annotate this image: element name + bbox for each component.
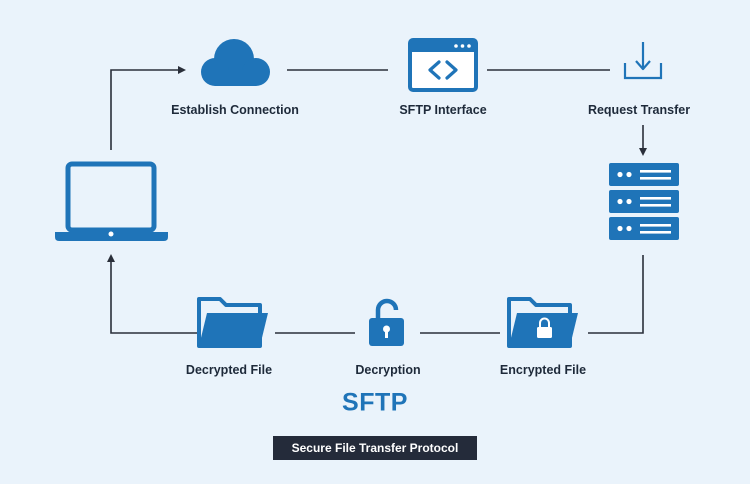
label-decrypted-file: Decrypted File [185, 363, 273, 377]
folder-lock-icon [507, 297, 578, 348]
folder-icon [197, 297, 268, 348]
cloud-icon [201, 39, 270, 86]
server-icon [609, 163, 679, 240]
lock-icon [369, 298, 404, 346]
connector-lines [107, 66, 647, 334]
label-establish-connection: Establish Connection [171, 103, 299, 117]
connector-server-to-encrypted [588, 255, 644, 334]
label-sftp-interface: SFTP Interface [399, 103, 487, 117]
diagram-title: SFTP [342, 388, 408, 417]
connector-laptop-to-cloud [110, 66, 186, 150]
connector-decrypted-to-laptop [107, 254, 197, 334]
subtitle-text: Secure File Transfer Protocol [291, 441, 459, 455]
label-request-transfer: Request Transfer [587, 103, 691, 117]
label-encrypted-file: Encrypted File [499, 363, 587, 377]
browser-code-icon [408, 38, 478, 92]
label-decryption: Decryption [355, 363, 421, 377]
download-tray-icon [623, 42, 663, 80]
diagram-subtitle: Secure File Transfer Protocol [273, 436, 477, 460]
laptop-icon [55, 161, 168, 241]
